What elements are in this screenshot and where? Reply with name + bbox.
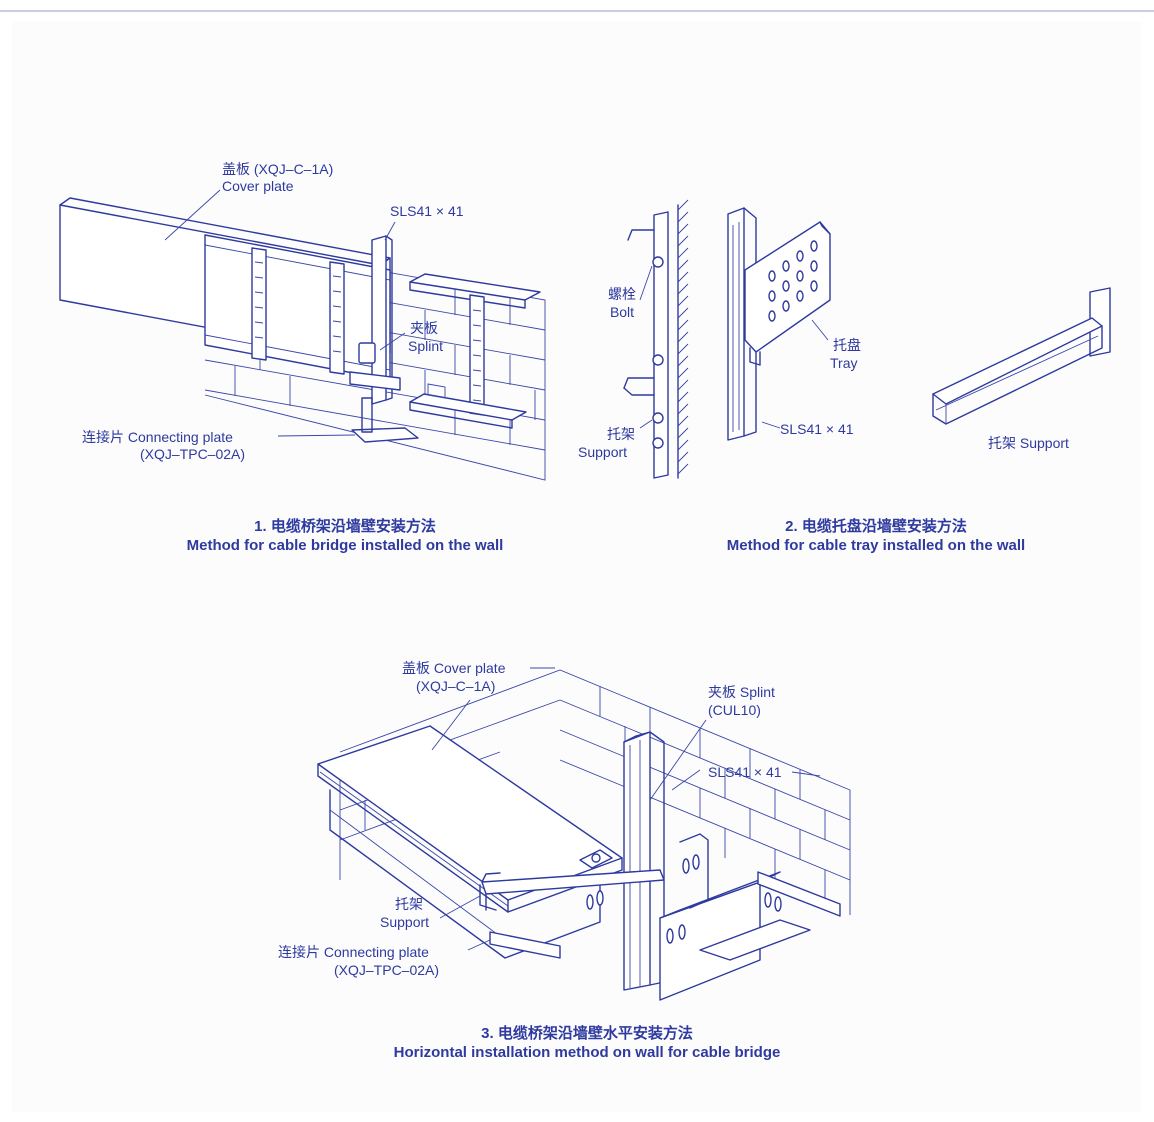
figure-1-right-top-arm bbox=[409, 273, 541, 301]
figure-2-support-label-en: Support bbox=[578, 444, 628, 460]
figure-3-cover-plate-label: 盖板 Cover plate bbox=[402, 660, 506, 676]
figure-2-wall-plate bbox=[1089, 287, 1111, 357]
figure-2-channel-label: SLS41 × 41 bbox=[780, 421, 854, 437]
figure-2-bolt-label-en: Bolt bbox=[609, 304, 635, 320]
figure-2-bolt-label-cn: 螺栓 bbox=[608, 286, 636, 302]
figure-3-slots bbox=[586, 854, 782, 944]
figure-1-connecting-plate-code: (XQJ–TPC–02A) bbox=[140, 446, 246, 462]
figure-3-right-tray-base bbox=[699, 919, 811, 961]
figure-3-support-arm bbox=[481, 869, 665, 895]
figure-3-support-label-en: Support bbox=[380, 914, 430, 930]
figure-2-upper-bracket bbox=[627, 229, 655, 241]
figure-3-right-bracket bbox=[757, 871, 841, 917]
figure-3-splint-code: (CUL10) bbox=[708, 702, 761, 718]
figure-2-support-label-cn: 托架 bbox=[607, 426, 635, 442]
figure-3-horizontal-install bbox=[317, 667, 851, 1001]
figure-1-connecting-plate-label: 连接片 Connecting plate bbox=[82, 429, 233, 445]
figure-3-channel-label: SLS41 × 41 bbox=[708, 764, 782, 780]
figure-2-bolts bbox=[652, 256, 664, 449]
figure-3-connecting-plate-code: (XQJ–TPC–02A) bbox=[334, 962, 440, 978]
figure-3-connecting-plate-label: 连接片 Connecting plate bbox=[278, 944, 429, 960]
figure-3-cover-plate bbox=[317, 725, 623, 901]
figure-1-right-post bbox=[469, 294, 485, 416]
figure-2-caption-en: Method for cable tray installed on the w… bbox=[726, 537, 1026, 554]
figure-2-wall-hatching bbox=[677, 199, 689, 475]
figure-2-arm-support-label: 托架 Support bbox=[988, 435, 1069, 451]
figure-1-channel-a bbox=[251, 247, 267, 361]
figure-1-cover-plate-label-en: Cover plate bbox=[222, 178, 294, 194]
figure-2-sls-channel bbox=[727, 207, 745, 441]
figure-1-splint-label-en: Splint bbox=[408, 338, 444, 354]
figure-3-cover-plate-code: (XQJ–C–1A) bbox=[416, 678, 496, 694]
figure-2-lower-bracket bbox=[623, 377, 655, 389]
figure-3-caption-cn: 3. 电缆桥架沿墙壁水平安装方法 bbox=[481, 1025, 693, 1042]
figure-3-trough bbox=[329, 789, 601, 959]
figure-1-caption-en: Method for cable bridge installed on the… bbox=[186, 537, 504, 554]
figure-2-tray-label-cn: 托盘 bbox=[833, 337, 861, 353]
figure-1-right-bottom-arm bbox=[409, 393, 527, 421]
figure-2-wall-mounted-tray bbox=[623, 199, 1111, 479]
figure-2-wall-channel bbox=[653, 211, 669, 479]
figure-3-leaders bbox=[431, 667, 821, 951]
figure-3-support-label-cn: 托架 bbox=[395, 896, 423, 912]
top-border bbox=[0, 10, 1154, 12]
figure-1-splint-label-cn: 夹板 bbox=[410, 320, 438, 336]
figure-1-cover-plate-label-cn: 盖板 (XQJ–C–1A) bbox=[222, 161, 334, 177]
figure-1-bottom-bracket bbox=[349, 371, 401, 391]
figure-3-sls-channel bbox=[623, 731, 651, 991]
figure-3-splint-label: 夹板 Splint bbox=[708, 684, 775, 700]
figure-1-splint bbox=[358, 342, 376, 364]
figure-1-channel-b bbox=[329, 261, 345, 375]
figure-1-wall-mounted-bridge bbox=[59, 189, 546, 481]
figure-2-leaders bbox=[639, 265, 829, 429]
figure-2-tray-slots bbox=[768, 240, 818, 322]
figure-3-support-bracket bbox=[479, 884, 497, 911]
figure-3-caption-en: Horizontal installation method on wall f… bbox=[393, 1044, 781, 1061]
figure-2-tray-label-en: Tray bbox=[830, 355, 858, 371]
figure-1-caption-cn: 1. 电缆桥架沿墙壁安装方法 bbox=[254, 518, 436, 535]
figure-2-caption-cn: 2. 电缆托盘沿墙壁安装方法 bbox=[785, 518, 967, 535]
figure-1-leaders bbox=[164, 189, 406, 437]
figure-1-channel-label: SLS41 × 41 bbox=[390, 203, 464, 219]
figure-3-right-tray-top bbox=[659, 871, 781, 919]
